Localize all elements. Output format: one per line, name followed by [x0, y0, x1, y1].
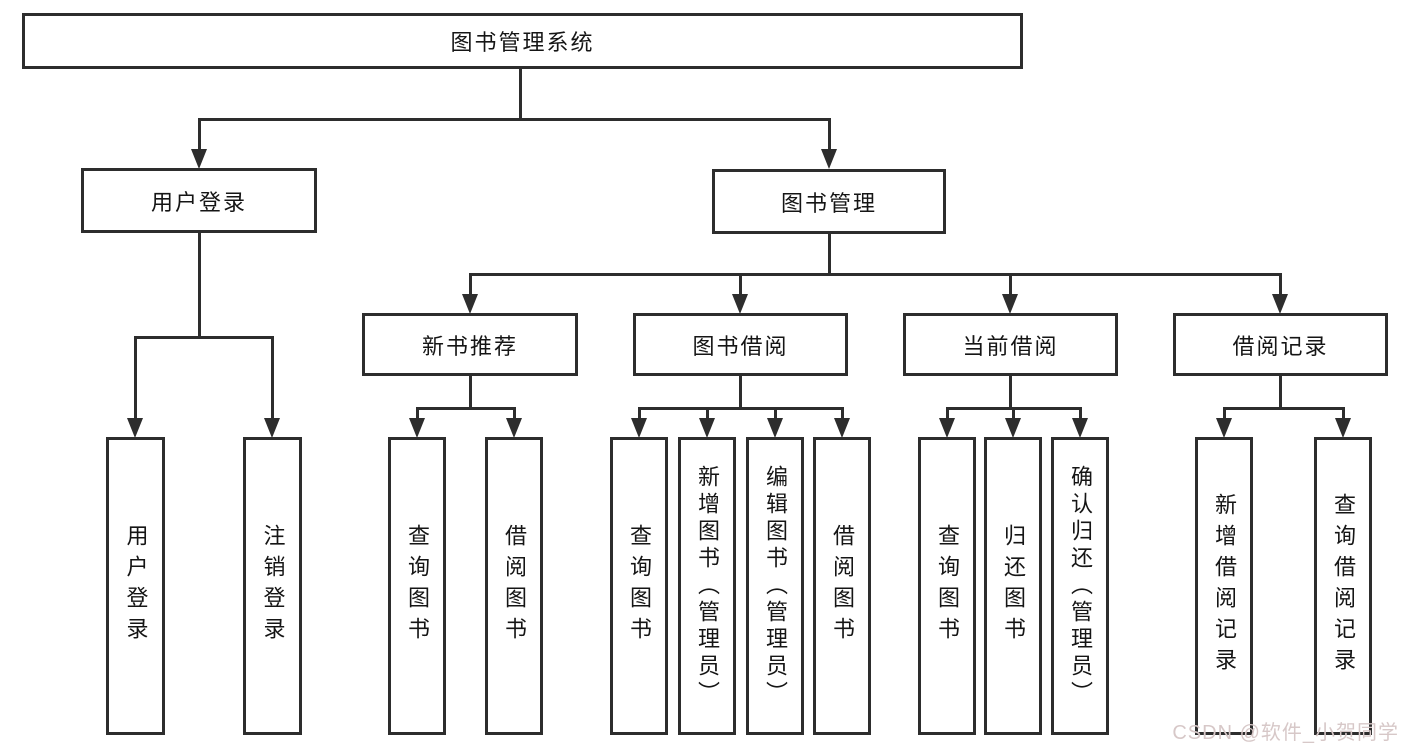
leaf-edit-books-admin: 编辑图书（管理员） [746, 437, 804, 735]
arrow-down-icon [1072, 418, 1088, 438]
arrow-down-icon [834, 418, 850, 438]
node-book-management-label: 图书管理 [780, 190, 877, 216]
arrow-down-icon [409, 418, 425, 438]
arrow-down-icon [1272, 294, 1288, 314]
node-borrowing-records: 借阅记录 [1173, 313, 1388, 376]
connector-drop [133, 336, 137, 419]
arrow-down-icon [732, 294, 748, 314]
connector-branch [197, 118, 831, 121]
node-current-borrowing: 当前借阅 [903, 313, 1118, 376]
connector-drop [1341, 407, 1345, 419]
connector-drop [773, 407, 777, 419]
connector-drop [827, 118, 831, 150]
arrow-down-icon [506, 418, 522, 438]
connector-drop [270, 336, 274, 419]
leaf-confirm-return-admin-label: 确认归还（管理员） [1068, 464, 1093, 708]
node-new-book-recommend-label: 新书推荐 [421, 333, 518, 359]
node-book-borrowing: 图书借阅 [633, 313, 848, 376]
arrow-down-icon [699, 418, 715, 438]
connector-drop [738, 273, 742, 295]
leaf-return-books-label: 归还图书 [1001, 524, 1026, 648]
leaf-confirm-return-admin: 确认归还（管理员） [1051, 437, 1109, 735]
leaf-add-borrow-record: 新增借阅记录 [1195, 437, 1253, 735]
connector-drop [705, 407, 709, 419]
node-new-book-recommend: 新书推荐 [362, 313, 578, 376]
connector-branch [637, 407, 844, 410]
arrow-down-icon [939, 418, 955, 438]
connector-stem [827, 234, 831, 276]
leaf-borrow-books-recommend: 借阅图书 [485, 437, 543, 735]
arrow-down-icon [462, 294, 478, 314]
leaf-logout-login: 注销登录 [243, 437, 302, 735]
leaf-borrow-books-recommend-label: 借阅图书 [502, 524, 527, 648]
arrow-down-icon [631, 418, 647, 438]
connector-drop [1011, 407, 1015, 419]
arrow-down-icon [1216, 418, 1232, 438]
connector-stem [738, 376, 742, 410]
arrow-down-icon [1005, 418, 1021, 438]
arrow-down-icon [127, 418, 143, 438]
arrow-down-icon [1002, 294, 1018, 314]
connector-branch [1222, 407, 1345, 410]
leaf-edit-books-admin-label: 编辑图书（管理员） [763, 464, 788, 708]
connector-drop [637, 407, 641, 419]
arrow-down-icon [767, 418, 783, 438]
leaf-borrow-books-borrowing-label: 借阅图书 [830, 524, 855, 648]
node-user-login-label: 用户登录 [150, 189, 247, 215]
node-user-login: 用户登录 [81, 168, 317, 233]
leaf-user-login: 用户登录 [106, 437, 165, 735]
arrow-down-icon [264, 418, 280, 438]
connector-stem [197, 233, 201, 339]
leaf-query-books-current-label: 查询图书 [935, 524, 960, 648]
leaf-return-books: 归还图书 [984, 437, 1042, 735]
leaf-query-borrow-record-label: 查询借阅记录 [1331, 493, 1356, 679]
connector-drop [945, 407, 949, 419]
connector-stem [1278, 376, 1282, 410]
watermark-text: CSDN @软件_小贺同学 [1172, 722, 1399, 744]
connector-branch [133, 336, 274, 339]
connector-stem [1008, 376, 1012, 410]
connector-drop [197, 118, 201, 150]
leaf-query-books-current: 查询图书 [918, 437, 976, 735]
leaf-add-borrow-record-label: 新增借阅记录 [1212, 493, 1237, 679]
leaf-query-books-recommend: 查询图书 [388, 437, 446, 735]
leaf-query-books-borrowing-label: 查询图书 [627, 524, 652, 648]
arrow-down-icon [821, 149, 837, 169]
connector-drop [1078, 407, 1082, 419]
connector-branch [468, 273, 1282, 276]
leaf-logout-login-label: 注销登录 [260, 524, 286, 648]
leaf-user-login-label: 用户登录 [123, 524, 149, 648]
connector-drop [512, 407, 516, 419]
arrow-down-icon [191, 149, 207, 169]
leaf-borrow-books-borrowing: 借阅图书 [813, 437, 871, 735]
node-library-system: 图书管理系统 [22, 13, 1023, 69]
connector-drop [1008, 273, 1012, 295]
node-library-system-label: 图书管理系统 [450, 30, 595, 55]
node-book-management: 图书管理 [712, 169, 946, 234]
leaf-query-books-borrowing: 查询图书 [610, 437, 668, 735]
node-current-borrowing-label: 当前借阅 [962, 333, 1059, 359]
leaf-add-books-admin-label: 新增图书（管理员） [695, 464, 720, 708]
connector-stem [518, 69, 522, 121]
connector-branch [415, 407, 516, 410]
node-book-borrowing-label: 图书借阅 [692, 333, 789, 359]
connector-drop [1278, 273, 1282, 295]
leaf-query-books-recommend-label: 查询图书 [405, 524, 430, 648]
connector-stem [468, 376, 472, 410]
leaf-query-borrow-record: 查询借阅记录 [1314, 437, 1372, 735]
connector-drop [415, 407, 419, 419]
node-borrowing-records-label: 借阅记录 [1232, 333, 1329, 359]
connector-drop [468, 273, 472, 295]
connector-drop [840, 407, 844, 419]
connector-drop [1222, 407, 1226, 419]
leaf-add-books-admin: 新增图书（管理员） [678, 437, 736, 735]
arrow-down-icon [1335, 418, 1351, 438]
